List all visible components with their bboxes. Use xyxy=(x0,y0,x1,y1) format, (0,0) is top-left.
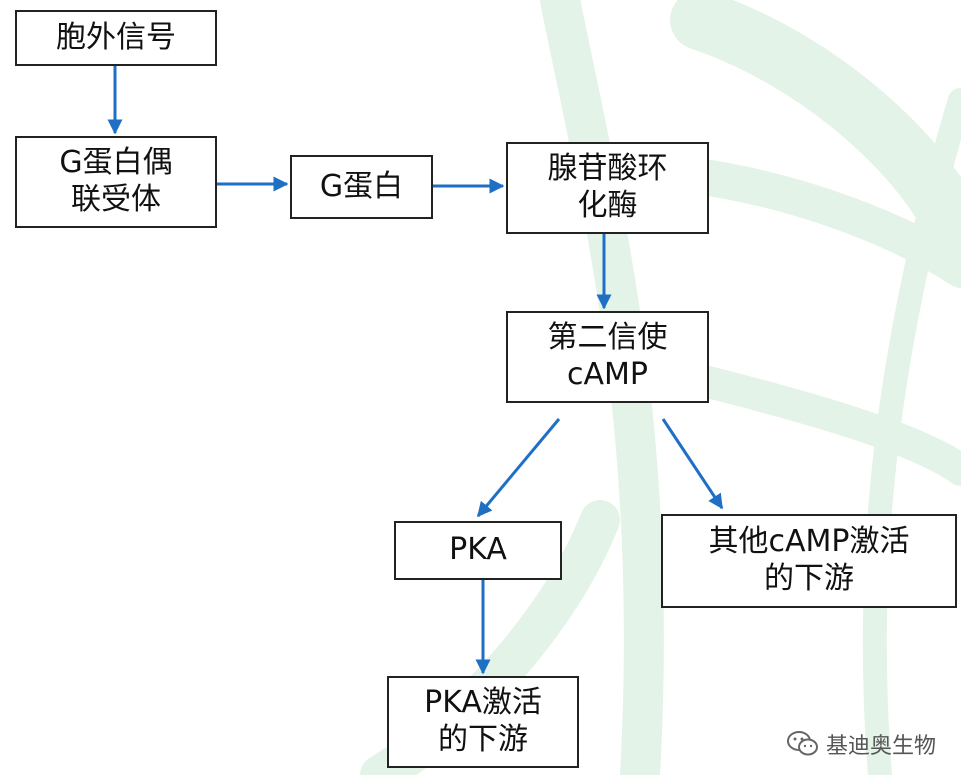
node-other-camp-downstream: 其他cAMP激活 的下游 xyxy=(661,514,957,608)
watermark: 基迪奥生物 xyxy=(786,726,936,762)
node-pka: PKA xyxy=(394,521,562,580)
node-pka-downstream: PKA激活 的下游 xyxy=(387,676,579,768)
watermark-text: 基迪奥生物 xyxy=(826,734,937,759)
node-g-protein-coupled-receptor: G蛋白偶 联受体 xyxy=(15,136,217,228)
node-second-messenger-camp: 第二信使 cAMP xyxy=(506,311,709,403)
node-g-protein: G蛋白 xyxy=(290,155,433,219)
arrow-camp-to-pka xyxy=(476,418,561,518)
arrow-camp-to-other xyxy=(661,418,724,510)
wechat-icon xyxy=(787,731,818,756)
node-adenylyl-cyclase: 腺苷酸环 化酶 xyxy=(506,142,709,234)
node-extracellular-signal: 胞外信号 xyxy=(15,10,217,66)
